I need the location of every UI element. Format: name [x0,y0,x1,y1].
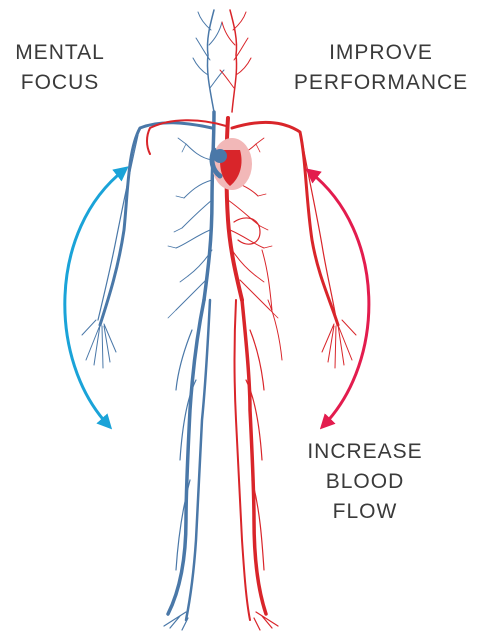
mental-focus-line-1: MENTAL [0,38,120,68]
increase-blood-flow-line-2: BLOOD [300,467,430,497]
improve-performance-label: IMPROVE PERFORMANCE [280,38,482,98]
improve-performance-line-1: IMPROVE [280,38,482,68]
artery-network [147,10,356,630]
mental-focus-line-2: FOCUS [0,68,120,98]
increase-blood-flow-line-1: INCREASE [300,437,430,467]
heart [212,138,252,190]
increase-blood-flow-line-3: FLOW [300,497,430,527]
mental-focus-label: MENTAL FOCUS [0,38,120,98]
increase-blood-flow-label: INCREASE BLOOD FLOW [300,437,430,527]
improve-performance-line-2: PERFORMANCE [280,68,482,98]
mental-focus-arrow-icon [65,170,124,425]
vein-network [82,10,224,630]
performance-arrow-icon [310,172,369,425]
